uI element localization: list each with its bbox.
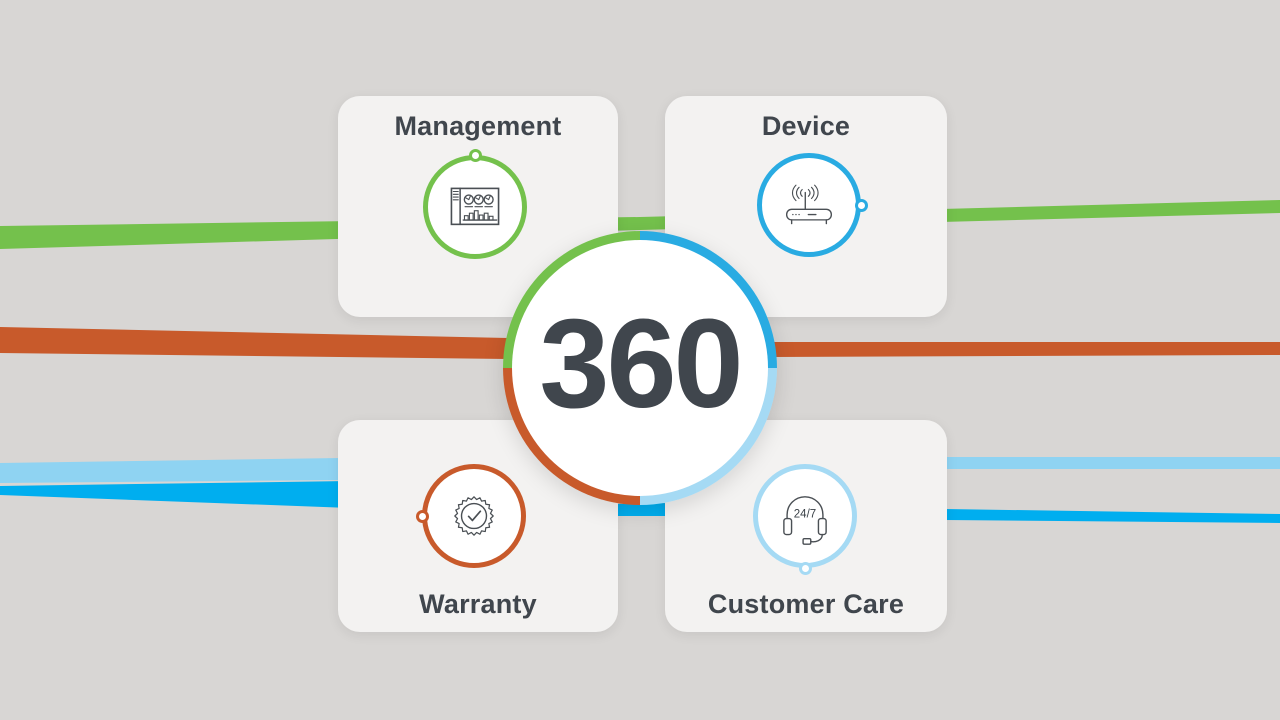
card-customer-care-title: Customer Care [707, 589, 905, 619]
card-management: Management [338, 96, 618, 317]
router-icon [785, 184, 833, 225]
center-360-value: 360 [539, 293, 743, 434]
management-ring [423, 148, 527, 259]
center-360-inner: 360 [512, 240, 768, 496]
card-device-title: Device [761, 111, 851, 141]
dashboard-icon [450, 187, 500, 226]
bright-blue-ribbon-center [612, 503, 670, 516]
card-warranty-title: Warranty [419, 589, 537, 619]
card-warranty: Warranty [338, 420, 618, 632]
bright-blue-ribbon-right [945, 509, 1280, 523]
center-360-ring: 360 [503, 231, 777, 505]
device-ring-dot [854, 198, 868, 212]
warranty-ring-dot [415, 509, 429, 523]
bright-blue-ribbon-left [0, 481, 350, 508]
warranty-ring [415, 464, 526, 568]
customer-care-ring-dot [798, 561, 812, 575]
card-management-title: Management [394, 111, 562, 141]
headset-badge-text: 24/7 [794, 508, 816, 520]
management-ring-dot [468, 148, 482, 162]
green-ribbon [0, 200, 1280, 249]
customer-care-ring: 24/7 [753, 464, 857, 575]
device-ring [757, 153, 868, 257]
headset-icon: 24/7 [783, 496, 827, 545]
certificate-seal-icon [454, 496, 494, 536]
